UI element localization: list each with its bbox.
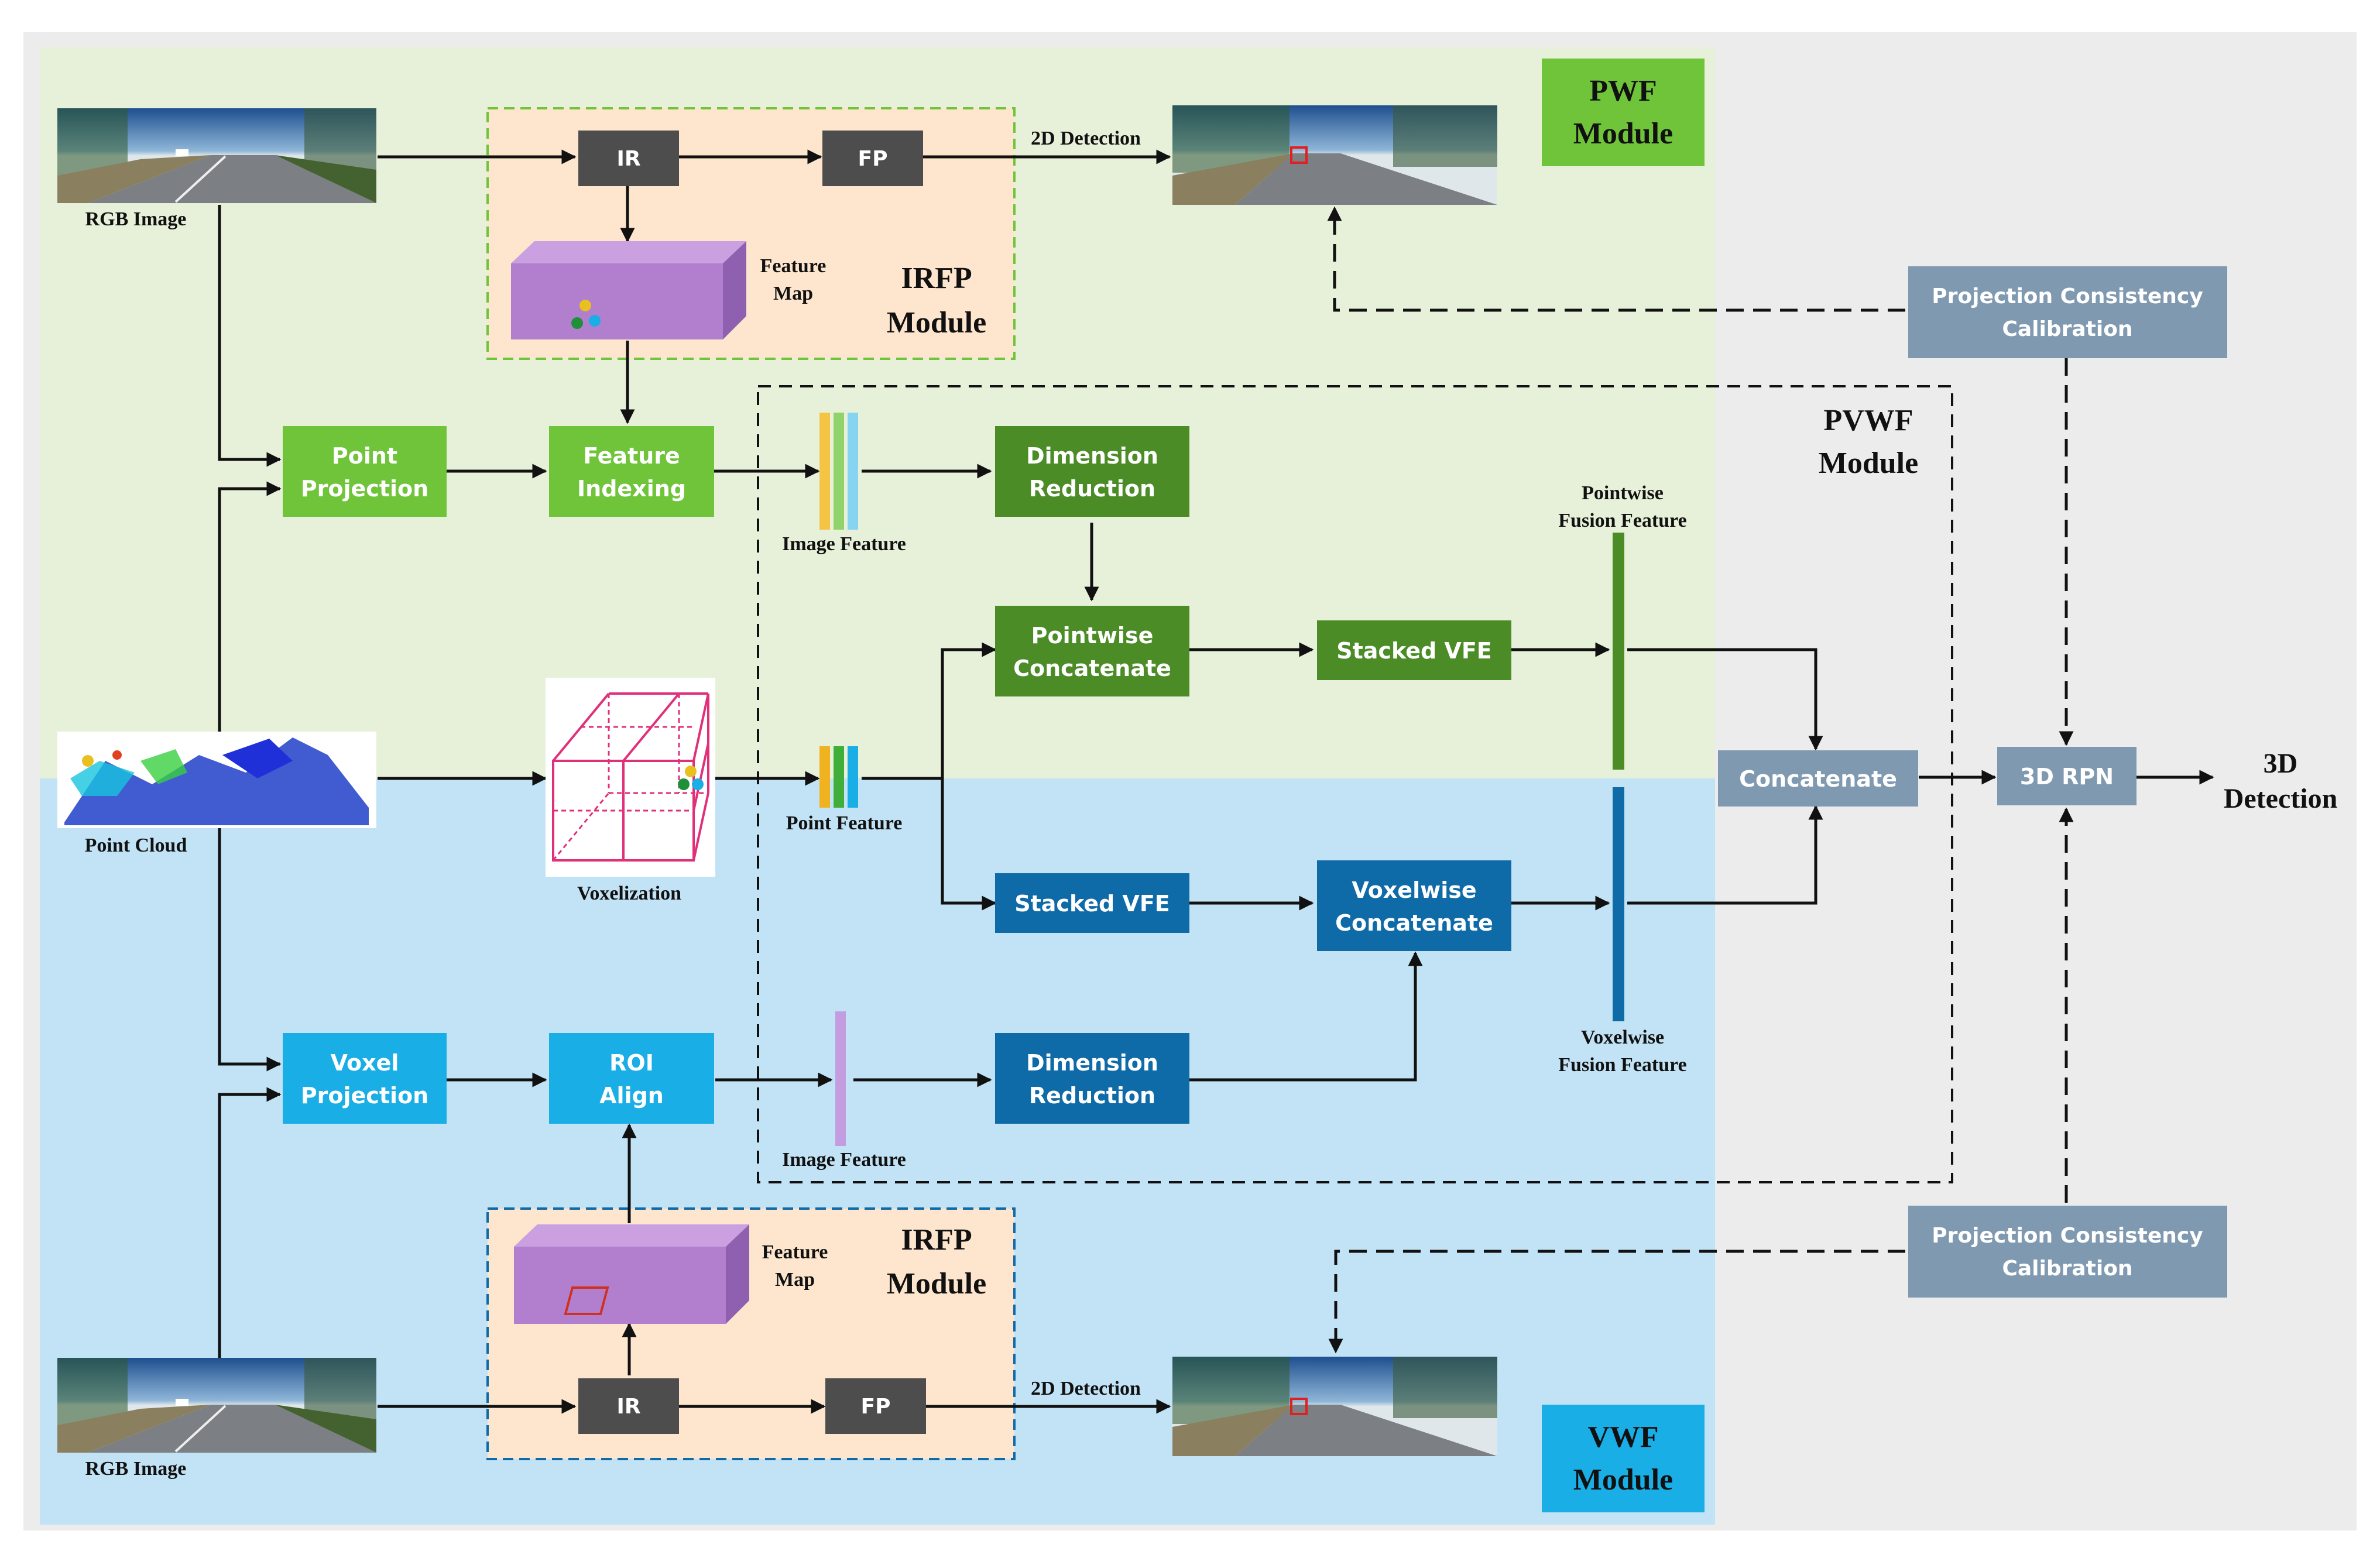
pointwise-fusion-label-line2: Fusion Feature [1558, 510, 1686, 531]
detection-2d-bottom-label: 2D Detection [1031, 1378, 1141, 1399]
ir-top-label: IR [616, 147, 640, 171]
voxelwise-concatenate-label-line1: Voxelwise [1352, 877, 1476, 903]
stacked-vfe-bottom-block: Stacked VFE [995, 873, 1189, 933]
dimension-reduction-bottom-block: Dimension Reduction [995, 1033, 1189, 1124]
pointwise-fusion-label-line1: Pointwise [1582, 482, 1664, 504]
point-projection-block: Point Projection [283, 426, 447, 517]
feature-bar-icon [819, 413, 858, 530]
vwf-subtitle: Module [1573, 1463, 1673, 1497]
rgb-image-bottom-label: RGB Image [85, 1458, 187, 1480]
pwf-subtitle: Module [1573, 117, 1673, 150]
fp-top-block: FP [822, 131, 923, 186]
feature-indexing-label-line1: Feature [583, 443, 680, 469]
fp-bottom-block: FP [825, 1378, 926, 1434]
point-projection-label-line1: Point [332, 443, 397, 469]
feature-indexing-block: Feature Indexing [549, 426, 714, 517]
dimension-reduction-bottom-label-line2: Reduction [1029, 1083, 1155, 1109]
pointwise-concatenate-label-line2: Concatenate [1013, 656, 1171, 681]
rpn-block: 3D RPN [1997, 747, 2136, 805]
pcc-bottom-label-line2: Calibration [2002, 1257, 2132, 1281]
ir-bottom-label: IR [616, 1395, 640, 1419]
concatenate-block: Concatenate [1718, 750, 1918, 807]
feature-bar-icon [819, 746, 858, 808]
road-image-icon [1172, 105, 1497, 205]
voxel-grid-icon [546, 678, 715, 877]
detection-3d-label-line2: Detection [2224, 783, 2338, 814]
roi-align-label-line2: Align [599, 1083, 664, 1109]
pcc-top-block: Projection Consistency Calibration [1908, 266, 2227, 358]
image-feature-bottom-label: Image Feature [782, 1149, 906, 1171]
road-image-icon [1172, 1357, 1497, 1456]
ir-top-block: IR [578, 131, 679, 186]
pointwise-fusion-bar [1613, 533, 1624, 770]
dimension-reduction-bottom-label-line1: Dimension [1026, 1050, 1158, 1076]
pvwf-title: PVWF [1823, 404, 1913, 437]
dimension-reduction-top-label-line1: Dimension [1026, 443, 1158, 469]
roi-align-label-line1: ROI [609, 1050, 654, 1076]
pcc-bottom-block: Projection Consistency Calibration [1908, 1206, 2227, 1298]
voxelwise-concatenate-block: Voxelwise Concatenate [1317, 860, 1511, 951]
stacked-vfe-top-block: Stacked VFE [1317, 620, 1511, 680]
pcc-top-label-line2: Calibration [2002, 317, 2132, 341]
voxelwise-fusion-bar [1613, 787, 1624, 1021]
voxel-projection-label-line2: Projection [301, 1083, 428, 1109]
pwf-title: PWF [1589, 74, 1657, 108]
rpn-label: 3D RPN [2020, 764, 2114, 790]
point-cloud-label: Point Cloud [85, 835, 187, 856]
feature-map-cube-icon [511, 241, 746, 339]
point-feature-label: Point Feature [786, 812, 903, 834]
road-image-icon [57, 108, 376, 203]
irfp-bottom-title: IRFP [901, 1223, 972, 1257]
pvwf-module-frame [757, 385, 1953, 1183]
concatenate-label: Concatenate [1739, 766, 1897, 792]
road-image-icon [57, 1358, 376, 1453]
point-projection-label-line2: Projection [301, 476, 428, 502]
pcc-top-label-line1: Projection Consistency [1932, 284, 2203, 308]
irfp-top-title: IRFP [901, 262, 972, 295]
dimension-reduction-top-block: Dimension Reduction [995, 426, 1189, 517]
fp-bottom-label: FP [861, 1395, 891, 1419]
feature-map-top-label-line2: Map [773, 283, 813, 304]
voxel-projection-block: Voxel Projection [283, 1033, 447, 1124]
pointwise-concatenate-label-line1: Pointwise [1031, 623, 1154, 648]
irfp-top-subtitle: Module [887, 306, 986, 339]
image-feature-top-label: Image Feature [782, 533, 906, 555]
feature-map-bottom-label-line1: Feature [762, 1241, 828, 1263]
irfp-bottom-subtitle: Module [887, 1267, 986, 1300]
rgb-image-top-label: RGB Image [85, 208, 187, 230]
pwf-module-badge: PWF Module [1542, 59, 1705, 166]
roi-align-block: ROI Align [549, 1033, 714, 1124]
irfp-bottom-panel [486, 1207, 1016, 1460]
voxelwise-concatenate-label-line2: Concatenate [1335, 910, 1493, 936]
fp-top-label: FP [858, 147, 888, 171]
pointwise-concatenate-block: Pointwise Concatenate [995, 606, 1189, 696]
voxel-projection-label-line1: Voxel [331, 1050, 399, 1076]
feature-indexing-label-line2: Indexing [577, 476, 686, 502]
detection-2d-top-label: 2D Detection [1031, 128, 1141, 149]
dimension-reduction-top-label-line2: Reduction [1029, 476, 1155, 502]
pcc-bottom-label-line1: Projection Consistency [1932, 1224, 2203, 1248]
feature-bar-icon [835, 1011, 846, 1146]
voxelwise-fusion-label-line2: Fusion Feature [1558, 1054, 1686, 1076]
vwf-module-badge: VWF Module [1542, 1405, 1705, 1512]
stacked-vfe-top-label: Stacked VFE [1336, 638, 1491, 664]
feature-map-cube-icon [514, 1224, 749, 1324]
ir-bottom-block: IR [578, 1378, 679, 1434]
connectors [218, 149, 2214, 1414]
vwf-title: VWF [1587, 1420, 1658, 1454]
voxelization-label: Voxelization [577, 883, 681, 904]
feature-map-bottom-label-line2: Map [775, 1269, 815, 1291]
pvwf-subtitle: Module [1819, 447, 1918, 480]
detection-3d-label-line1: 3D [2264, 748, 2298, 779]
feature-map-top-label-line1: Feature [760, 255, 827, 277]
stacked-vfe-bottom-label: Stacked VFE [1014, 891, 1170, 917]
voxelwise-fusion-label-line1: Voxelwise [1581, 1027, 1664, 1048]
point-cloud-icon [57, 732, 376, 828]
